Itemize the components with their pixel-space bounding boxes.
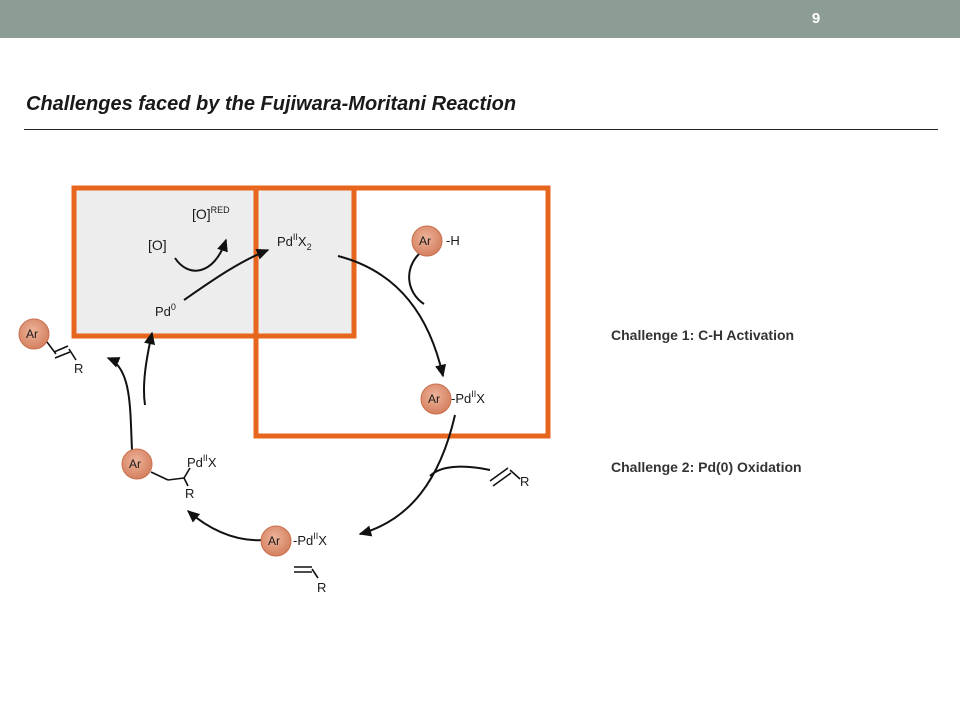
aryl-palladium-intermediate: Ar -PdIIX [420,383,485,415]
svg-text:-H: -H [446,233,460,248]
svg-text:-PdIIX: -PdIIX [293,531,327,548]
svg-text:-PdIIX: -PdIIX [451,389,485,406]
challenge-1-label: Challenge 1: C-H Activation [611,327,795,343]
svg-text:Ar: Ar [129,457,141,471]
beta-hydride-elimination-arrow [106,357,133,451]
svg-text:Ar: Ar [419,234,431,248]
oxidation-arrow [183,248,270,301]
svg-text:Ar: Ar [26,327,38,341]
alkene-complex-intermediate: Ar -PdIIX R [260,525,327,595]
header-bar [0,0,960,38]
pd0-label: Pd0 [155,302,176,319]
svg-text:R: R [74,361,83,376]
arene-incoming-arrow [408,252,425,305]
svg-text:Ar: Ar [268,534,280,548]
ch-activation-arrow [337,255,447,378]
svg-text:PdIIX: PdIIX [187,453,217,470]
svg-text:Ar: Ar [428,392,440,406]
title-divider [24,129,938,130]
coordination-arrow [358,414,456,537]
slide-title: Challenges faced by the Fujiwara-Moritan… [26,93,517,115]
challenge-2-label: Challenge 2: Pd(0) Oxidation [611,459,802,475]
alkene-product: Ar R [18,318,83,376]
alkene-reagent: R [489,467,529,489]
oxidant-label: [O] [148,237,167,253]
arene-ar-h: Ar -H [411,225,460,257]
reductive-elimination-arrow [142,331,156,406]
reduced-oxidant-label: [O]RED [192,205,230,222]
ch-activation-box [253,185,551,439]
svg-text:R: R [185,486,194,501]
insertion-arrow [186,510,266,542]
oxidant-arrow [174,238,228,272]
pd-x2-label: PdIIX2 [277,232,312,252]
alkene-incoming-arrow [429,465,491,477]
migratory-insertion-intermediate: Ar PdIIX R [121,448,217,501]
svg-text:R: R [520,474,529,489]
svg-text:R: R [317,580,326,595]
page-number: 9 [811,10,821,27]
